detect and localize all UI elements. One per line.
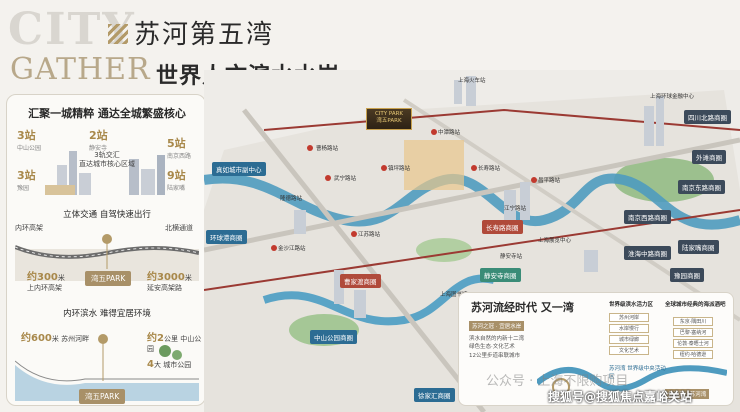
info-mid-item: 文化艺术	[609, 346, 649, 355]
transit-count-label: 3轨交汇	[94, 151, 120, 159]
building-shape	[69, 151, 77, 195]
info-mid-item: 城市绿廊	[609, 335, 649, 344]
distance-label: 约2公里 中山公园	[147, 333, 202, 353]
map-tag: 淮海中路商圈	[624, 246, 671, 260]
info-mid-item: 苏州河岸	[609, 313, 649, 322]
distance-label: 约3000米延安高架路	[147, 272, 192, 292]
waterfront-illustration	[15, 334, 199, 401]
map-tag: 静安寺商圈	[480, 268, 521, 282]
watermark-sohu: 搜狐号@搜狐焦点嘉峪关站	[548, 390, 693, 404]
map-label: 上海火车站	[458, 78, 486, 84]
transit-desc-label: 直达城市核心区域	[79, 159, 135, 168]
map-tag: 南京西路商圈	[624, 210, 671, 224]
footer-tag: 外滩源 · 苏河湾	[665, 389, 710, 399]
info-list-item: 12公里步道串联城市	[469, 352, 520, 359]
info-right-item: 伦敦·泰晤士河	[673, 339, 713, 348]
map-label: 静安寺站	[500, 254, 523, 260]
map-tag: 陆家嘴商圈	[678, 240, 719, 254]
map-label: 江苏路站	[358, 232, 381, 238]
map-tag: 外滩商圈	[692, 150, 726, 164]
map-label: 江宁路站	[504, 206, 527, 212]
stat-item: 9站陆家嘴	[167, 169, 186, 192]
info-right-title: 全球城市经典的海派酒吧	[665, 302, 726, 308]
map-tag: 南京东路商圈	[678, 180, 725, 194]
map-tag: 中山公园商圈	[310, 330, 357, 344]
road-right-label: 北横通道	[165, 224, 193, 232]
stat-item: 3站中山公园	[17, 129, 42, 152]
map-tag: 徐家汇商圈	[414, 388, 455, 402]
map-label: 长寿路站	[478, 166, 501, 172]
project-sign-en: CITY PARK	[374, 111, 404, 117]
map-tag: 长寿路商圈	[482, 220, 523, 234]
building-shape	[57, 165, 67, 195]
map-tag: 曹家渡商圈	[340, 274, 381, 288]
river-label: 苏河湾 世界级中央活动区	[609, 366, 666, 381]
distance-label: 约300米上内环高架	[27, 272, 65, 292]
section-title-roads: 立体交通 自驾快速出行	[63, 210, 151, 220]
road-left-label: 内环高架	[15, 224, 43, 232]
map-tag: 环球港商圈	[206, 230, 247, 244]
header-stripe-mark	[108, 24, 128, 44]
project-sign: CITY PARK 湾五PARK	[366, 108, 412, 130]
river-diagram	[537, 365, 727, 396]
building-shape	[129, 159, 139, 195]
map-label: 镇坪路站	[388, 166, 411, 172]
section-title-waterfront: 内环滨水 难得宜居环境	[63, 309, 151, 319]
map-label: 中潭路站	[438, 130, 461, 136]
park-badge: 湾五PARK	[79, 389, 126, 404]
stat-item: 2站静安寺	[89, 129, 108, 152]
left-info-panel: 汇聚一城精粹 通达全城繁盛核心 3站中山公园 2站静安寺 5站南京西路 3站豫园…	[6, 94, 206, 406]
info-right-item: 东京·隅田川	[673, 317, 713, 326]
tower-shape	[157, 155, 165, 195]
distance-label: 约600米 苏州河畔	[21, 333, 90, 344]
info-list-item: 绿色生态·文化艺术	[469, 344, 515, 351]
building-shape	[141, 169, 155, 195]
distance-label: 4大 城市公园	[147, 359, 192, 370]
info-right-item: 巴黎·塞纳河	[673, 328, 713, 337]
info-mid-title: 世界级滨水活力区	[609, 302, 654, 308]
map-label: 上海图书馆	[440, 292, 468, 298]
park-badge: 湾五PARK	[85, 271, 132, 286]
info-right-item: 纽约·哈德逊	[673, 350, 713, 359]
map-label: 武宁路站	[334, 176, 357, 182]
map-tag: 真如城市副中心	[212, 162, 266, 176]
header-subtitle-1: 苏河第五湾	[134, 20, 275, 50]
info-sub-badge: 苏河之冠 · 宜居水岸	[469, 321, 525, 331]
map-label: 金沙江路站	[278, 246, 306, 252]
map-tag: 豫园商圈	[670, 268, 704, 282]
project-sign-cn: 湾五PARK	[376, 118, 402, 125]
transit-stats: 3站中山公园 2站静安寺 5站南京西路 3站豫园 9站陆家嘴 3轨交汇 直达城市…	[17, 125, 197, 195]
temple-shape	[45, 185, 75, 195]
info-box: 苏河流经时代 又一湾 苏河之冠 · 宜居水岸 滨水自然的内新十二湾 绿色生态·文…	[458, 292, 734, 406]
map-label: 曹杨路站	[316, 146, 339, 152]
stat-item: 3站豫园	[17, 169, 36, 192]
info-left-list: 滨水自然的内新十二湾 绿色生态·文化艺术 12公里步道串联城市	[469, 335, 524, 360]
watermark-public-account: 公众号 · 上海不限购项目	[486, 374, 629, 389]
info-title: 苏河流经时代 又一湾	[471, 301, 574, 314]
map-label: 上海展览中心	[538, 238, 572, 244]
info-list-item: 滨水自然的内新十二湾	[469, 336, 525, 342]
building-shape	[79, 173, 91, 195]
section-title-transit: 汇聚一城精粹 通达全城繁盛核心	[28, 107, 186, 120]
map-label: 隆德路站	[280, 196, 303, 202]
transit-center-label: 3轨交汇 直达城市核心区域	[77, 151, 137, 169]
info-mid-item: 水岸慢行	[609, 324, 649, 333]
map-label: 上海环球金融中心	[650, 94, 695, 100]
map-tag: 四川北路商圈	[684, 110, 731, 124]
stat-item: 5站南京西路	[167, 137, 192, 160]
map-label: 昌平路站	[538, 178, 561, 184]
header-gather-word: GATHER	[10, 52, 151, 87]
